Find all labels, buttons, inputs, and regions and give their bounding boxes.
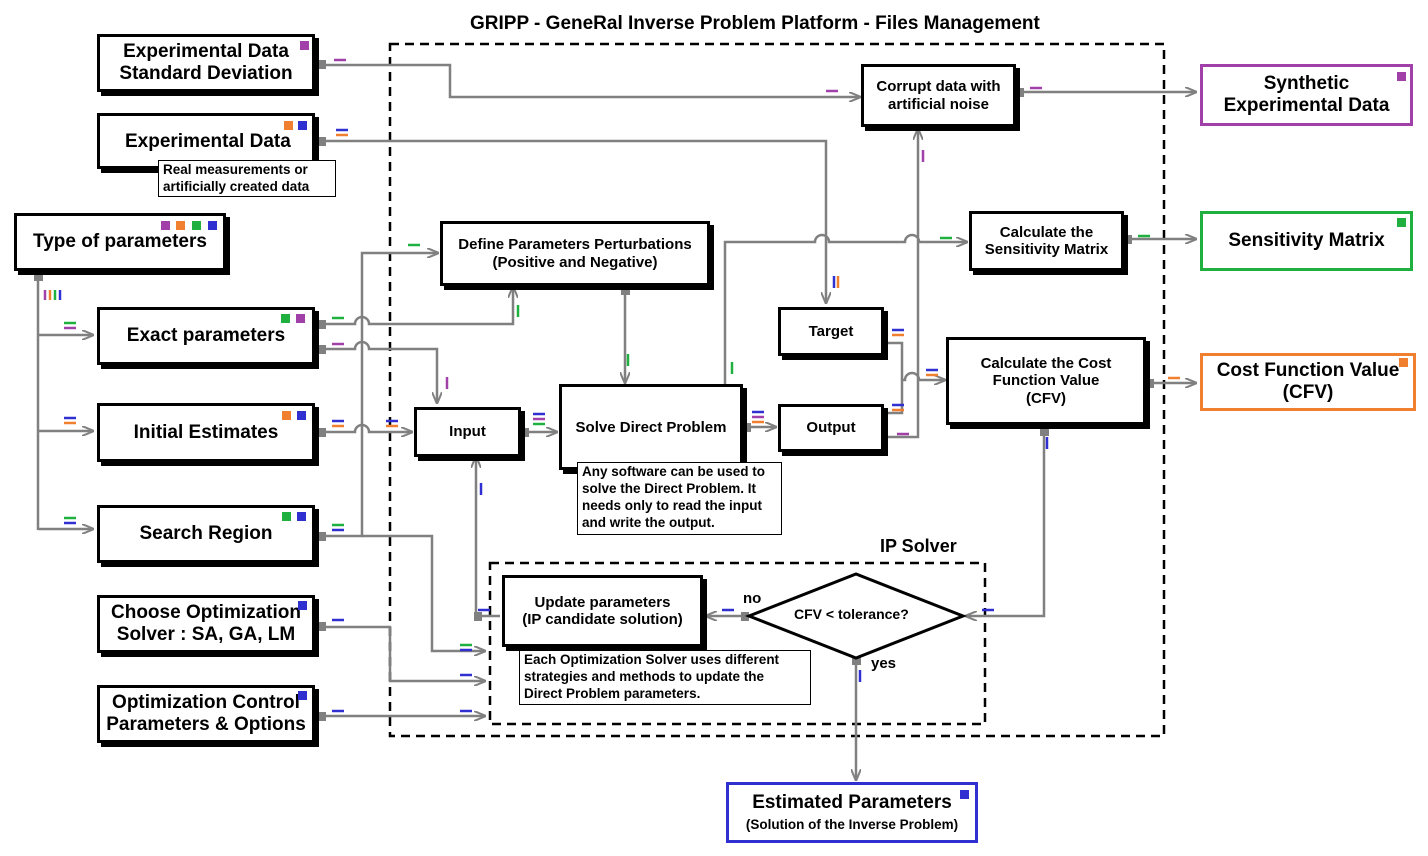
update-params-note-line1: Each Optimization Solver uses different: [524, 652, 780, 667]
tag-purple: [161, 221, 170, 230]
cost-function-output: Cost Function Value(CFV): [1200, 353, 1416, 411]
estimated-sub: (Solution of the Inverse Problem): [745, 817, 959, 833]
define-perturbations-line2: (Positive and Negative): [492, 253, 658, 271]
exact-params-label: Exact parameters: [126, 325, 286, 347]
cost-calc-line1: Calculate the Cost: [980, 355, 1112, 373]
define-perturbations-box: Define Parameters Perturbations(Positive…: [440, 221, 710, 286]
decision-label: CFV < tolerance?: [794, 606, 909, 622]
exp-data-note-line2: artificially created data: [163, 178, 310, 194]
decision-no-label: no: [743, 590, 762, 607]
tag-blue: [298, 691, 307, 700]
sensitivity-calc-line2: Sensitivity Matrix: [984, 241, 1109, 258]
corrupt-data-line2: artificial noise: [888, 95, 989, 113]
tag-green: [281, 314, 290, 323]
synthetic-line2: Experimental Data: [1223, 95, 1390, 116]
tag-blue: [298, 121, 307, 130]
tag-blue: [298, 601, 307, 610]
type-params-label: Type of parameters: [33, 231, 207, 253]
ip-solver-label: IP Solver: [880, 536, 957, 556]
solve-direct-note-line2: solve the Direct Problem. It: [582, 480, 757, 496]
tag-blue: [960, 790, 969, 799]
output-box: Output: [778, 404, 884, 452]
corrupt-data-line1: Corrupt data with: [876, 78, 1001, 96]
input-box: Input: [414, 407, 521, 457]
input-label: Input: [449, 423, 486, 441]
exp-std-dev-label-line1: Experimental Data: [123, 41, 289, 63]
tag-green: [282, 512, 291, 521]
initial-estimates-box: Initial Estimates: [97, 403, 315, 462]
decision-diamond: [744, 572, 968, 660]
estimated-params-output: Estimated Parameters (Solution of the In…: [726, 782, 978, 843]
decision-yes-label: yes: [871, 655, 897, 672]
tag-orange: [282, 411, 291, 420]
solve-direct-note-line1: Any software can be used to: [582, 464, 766, 479]
platform-frame: [388, 42, 1166, 738]
cost-calc-line2: Function Value: [992, 372, 1100, 390]
search-region-label: Search Region: [139, 523, 273, 545]
cost-calc-line3: (CFV): [1026, 389, 1066, 407]
tag-purple: [296, 314, 305, 323]
tag-blue: [297, 411, 306, 420]
target-box: Target: [778, 307, 884, 356]
tag-blue: [297, 512, 306, 521]
update-params-line2: (IP candidate solution): [522, 611, 683, 628]
search-region-box: Search Region: [97, 505, 315, 563]
estimated-title: Estimated Parameters: [752, 792, 952, 814]
update-params-box: Update parameters(IP candidate solution): [502, 575, 703, 647]
sensitivity-output-label: Sensitivity Matrix: [1228, 230, 1385, 252]
tag-purple: [300, 41, 309, 50]
update-params-note-line2: strategies and methods to update the: [524, 668, 765, 684]
page-title: GRIPP - GeneRal Inverse Problem Platform…: [470, 13, 1040, 34]
tag-green: [192, 221, 201, 230]
output-label: Output: [806, 419, 856, 437]
cost-output-line2: (CFV): [1282, 382, 1334, 403]
cost-output-line1: Cost Function Value: [1216, 360, 1400, 382]
tag-green: [1397, 218, 1406, 227]
exp-data-label: Experimental Data: [125, 131, 291, 152]
update-params-note-line3: Direct Problem parameters.: [524, 685, 701, 701]
target-label: Target: [808, 322, 854, 340]
sensitivity-calc-line1: Calculate the: [999, 223, 1094, 241]
ip-solver-frame: [488, 561, 987, 726]
tag-orange: [1399, 358, 1408, 367]
solve-direct-label: Solve Direct Problem: [575, 419, 727, 436]
choose-solver-line2: Solver : SA, GA, LM: [116, 624, 296, 645]
initial-estimates-label: Initial Estimates: [133, 421, 279, 443]
tag-blue: [208, 221, 217, 230]
exact-params-box: Exact parameters: [97, 307, 315, 365]
solve-direct-note-line4: and write the output.: [582, 514, 715, 530]
choose-solver-line1: Choose Optimization: [111, 602, 301, 624]
exp-std-dev-label-line2: Standard Deviation: [119, 63, 293, 84]
define-perturbations-line1: Define Parameters Perturbations: [458, 236, 692, 254]
synthetic-line1: Synthetic: [1263, 73, 1350, 95]
update-params-line1: Update parameters: [534, 593, 671, 611]
tag-orange: [176, 221, 185, 230]
sensitivity-matrix-output: Sensitivity Matrix: [1200, 211, 1413, 271]
type-params-box: Type of parameters: [14, 213, 226, 271]
exp-data-note-line1: Real measurements or: [163, 162, 308, 177]
solve-direct-box: Solve Direct Problem: [559, 384, 743, 470]
tag-orange: [284, 121, 293, 130]
opt-control-line2: Parameters & Options: [106, 714, 306, 735]
exp-data-box: Experimental Data: [97, 113, 315, 169]
tag-purple: [1397, 72, 1406, 81]
solve-direct-note-line3: needs only to read the input: [582, 497, 763, 513]
opt-control-line1: Optimization Control: [112, 692, 300, 714]
